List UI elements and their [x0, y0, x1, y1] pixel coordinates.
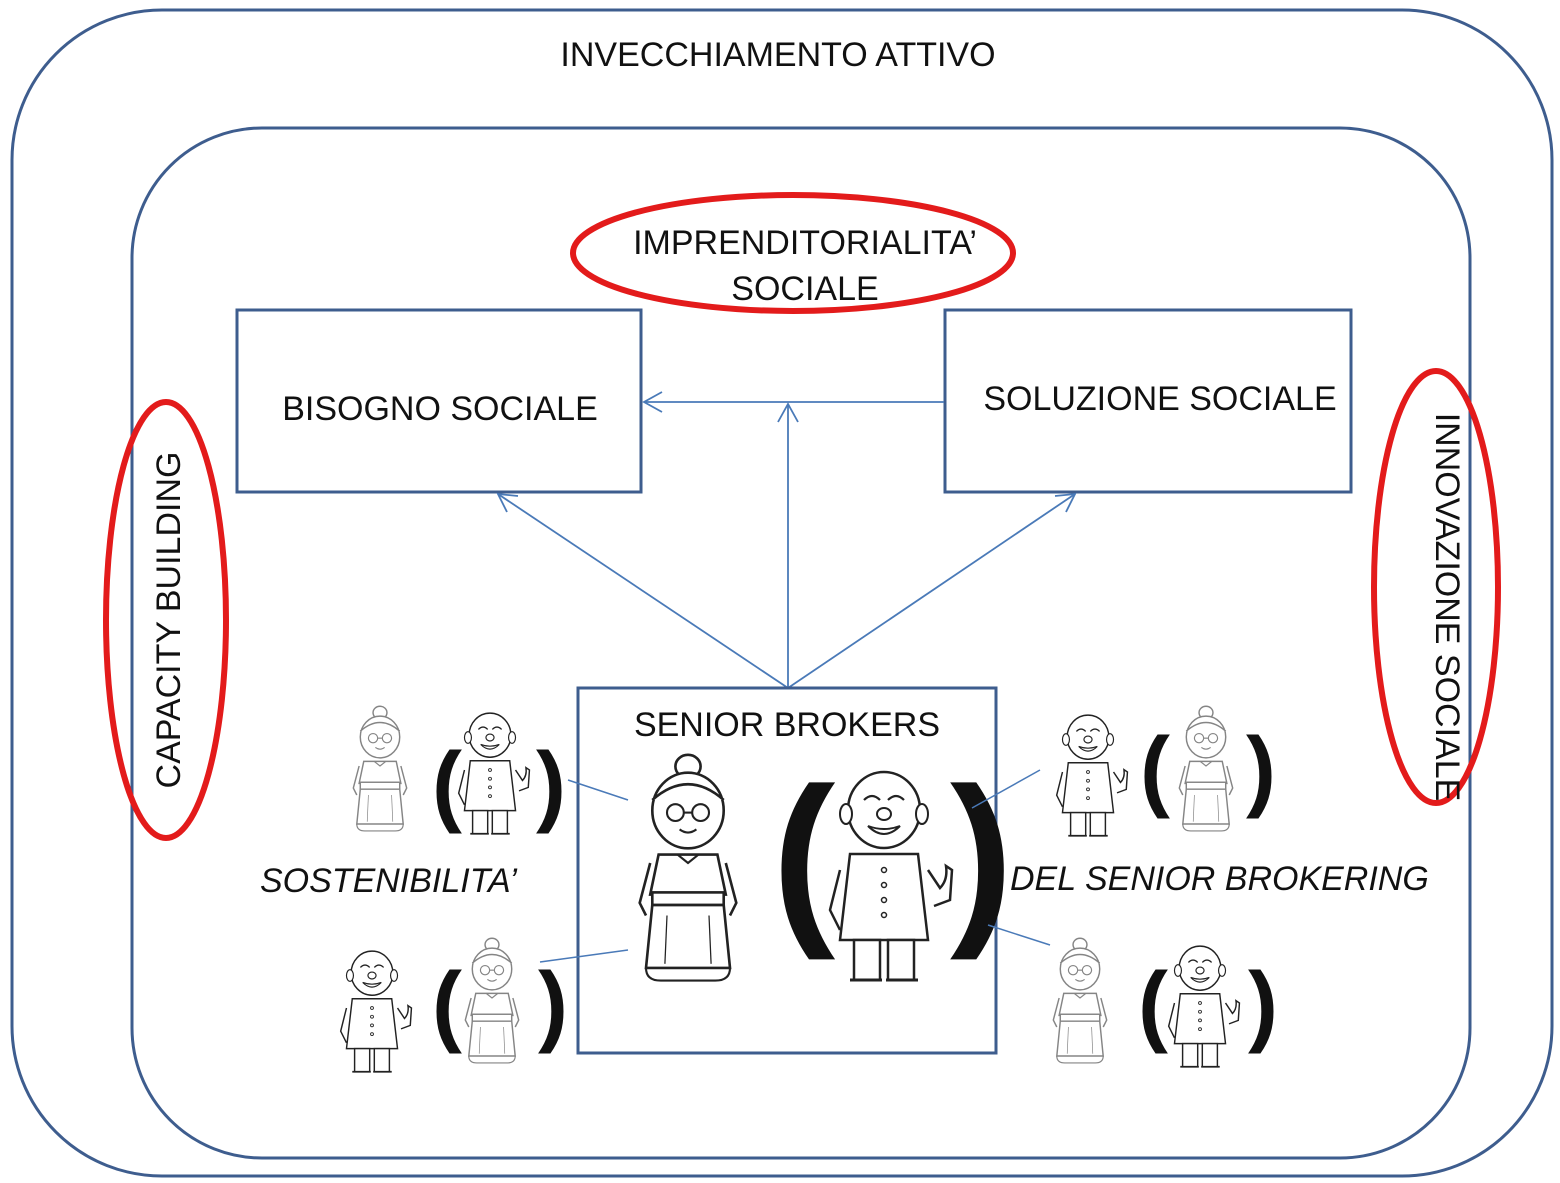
paren-open: ( [1140, 720, 1170, 820]
paren-open-large: ( [772, 749, 836, 961]
paren-close: ) [1246, 720, 1276, 820]
arrow-brokers-to-solution [787, 493, 1076, 689]
bisogno-box [235, 308, 643, 494]
paren-open: ( [1138, 955, 1168, 1055]
connector-top-right [971, 769, 1041, 809]
outer-frame [10, 8, 1554, 1178]
paren-open: ( [432, 735, 462, 835]
inner-frame [130, 126, 1472, 1160]
grandmother-icon [464, 937, 520, 1064]
paren-close: ) [1248, 955, 1278, 1055]
connector-bottom-right [987, 924, 1051, 946]
outer-label: INVECCHIAMENTO ATTIVO [560, 36, 995, 74]
senior-brokers-label: SENIOR BROKERS [634, 706, 940, 744]
grandmother-icon [1052, 937, 1108, 1064]
paren-close-large: ) [950, 749, 1013, 961]
grandfather-icon [1167, 945, 1241, 1068]
arrow-brokers-to-need-head [496, 492, 519, 513]
connector-bottom-left [539, 949, 629, 963]
paren-close: ) [536, 735, 566, 835]
top-label-line2: SOCIALE [731, 270, 878, 308]
soluzione-label: SOLUZIONE SOCIALE [983, 380, 1336, 418]
arrow-brokers-to-need [497, 493, 789, 689]
top-label-line1: IMPRENDITORIALITA’ [633, 224, 977, 262]
entrepreneurship-highlight [570, 192, 1016, 314]
capacity-building-highlight [103, 399, 229, 841]
soluzione-box [943, 308, 1353, 494]
caption-senior-brokering: DEL SENIOR BROKERING [1010, 860, 1429, 898]
paren-open: ( [432, 955, 462, 1055]
capacity-building-label: CAPACITY BUILDING [150, 452, 188, 789]
grandmother-icon [1178, 705, 1234, 832]
paren-close: ) [538, 955, 568, 1055]
caption-sostenibilita: SOSTENIBILITA’ [260, 862, 517, 900]
grandfather-icon [1055, 714, 1129, 837]
arrow-solution-to-need-head [642, 391, 663, 413]
grandfather-icon [457, 712, 531, 835]
bisogno-label: BISOGNO SOCIALE [282, 390, 598, 428]
arrow-brokers-to-solution-head [1054, 492, 1077, 513]
innovazione-highlight [1371, 368, 1501, 806]
connector-top-left [567, 779, 629, 801]
grandfather-icon [339, 950, 413, 1073]
innovazione-label: INNOVAZIONE SOCIALE [1428, 413, 1466, 802]
arrow-brokers-up-head [777, 402, 799, 423]
grandmother-icon [352, 705, 408, 832]
